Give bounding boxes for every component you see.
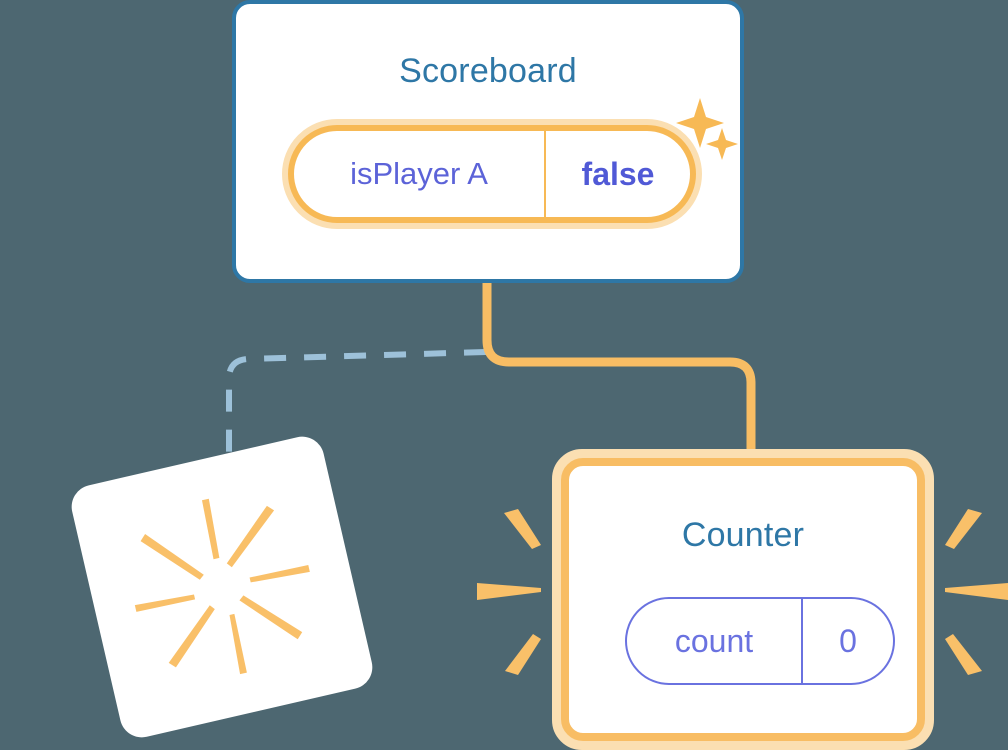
scoreboard-title: Scoreboard bbox=[399, 52, 577, 90]
connector-scoreboard-to-counter bbox=[482, 281, 756, 460]
counter-pill-key: count bbox=[627, 599, 803, 683]
node-card-scoreboard[interactable]: Scoreboard isPlayer A false bbox=[232, 0, 744, 283]
counter-pill[interactable]: count 0 bbox=[625, 597, 895, 685]
scoreboard-pill-value: false bbox=[581, 155, 655, 192]
ray-icon bbox=[477, 583, 541, 600]
node-card-counter[interactable]: Counter count 0 bbox=[552, 449, 934, 750]
scoreboard-pill[interactable]: isPlayer A false bbox=[282, 119, 702, 229]
counter-pill-value: 0 bbox=[839, 622, 857, 659]
pill-body[interactable]: isPlayer A false bbox=[288, 125, 696, 223]
counter-card-inner: Counter count 0 bbox=[561, 458, 925, 741]
ray-icon bbox=[945, 509, 982, 549]
ray-icon bbox=[504, 509, 541, 549]
sparkle-icon bbox=[676, 98, 724, 148]
scoreboard-pill-key: isPlayer A bbox=[294, 131, 546, 217]
sparkle-icon bbox=[706, 128, 738, 160]
ray-icon bbox=[945, 583, 1008, 600]
ray-icon bbox=[505, 634, 541, 675]
ray-icon bbox=[945, 634, 982, 675]
counter-title: Counter bbox=[681, 516, 805, 554]
connector-scoreboard-to-blank-card bbox=[226, 349, 487, 483]
